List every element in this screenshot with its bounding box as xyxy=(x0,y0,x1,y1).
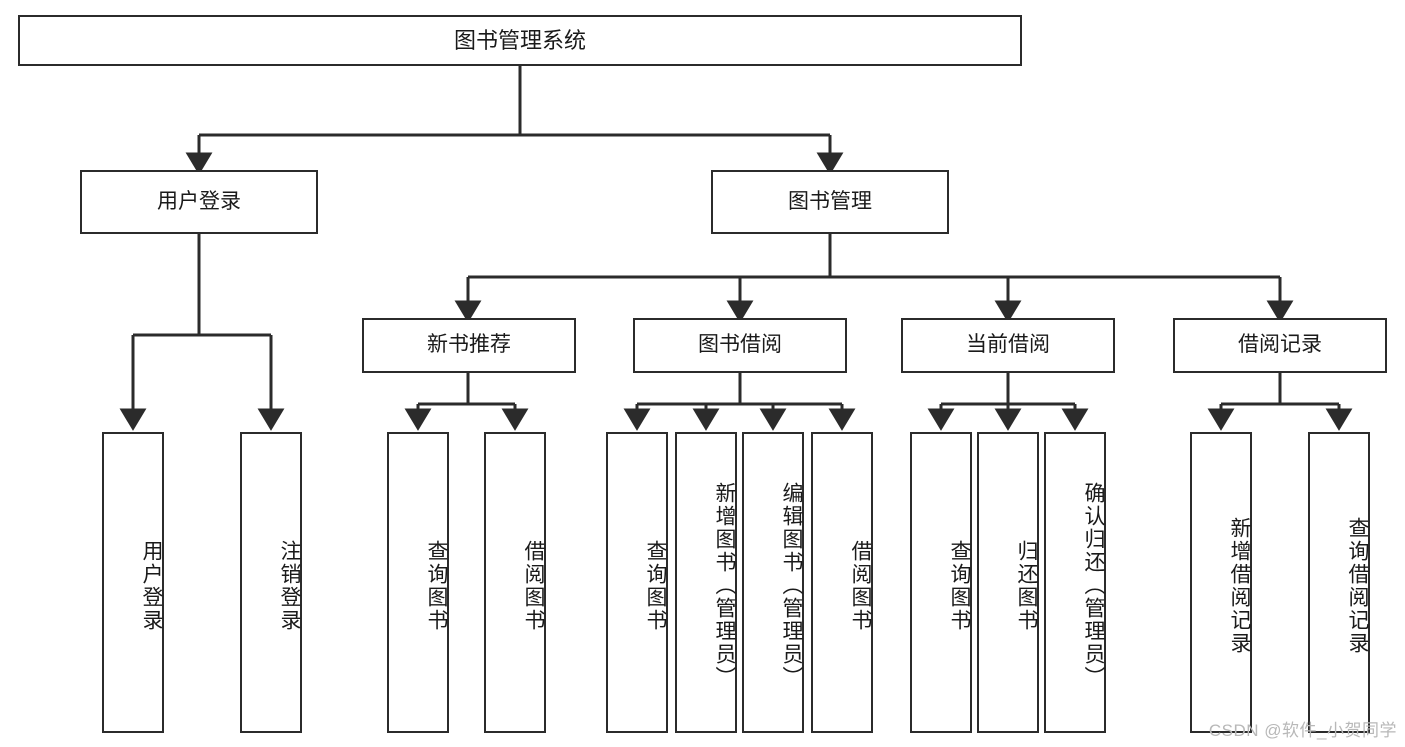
node-label: 新书推荐 xyxy=(427,333,511,357)
node-leaf-query-borrow-record[interactable]: 查询借阅记录 xyxy=(1308,432,1370,733)
node-label: 注销登录 xyxy=(278,539,301,632)
node-leaf-add-borrow-record[interactable]: 新增借阅记录 xyxy=(1190,432,1252,733)
csdn-watermark: CSDN @软件_小贺同学 xyxy=(1208,721,1397,740)
node-leaf-borrow-book-1[interactable]: 借阅图书 xyxy=(484,432,546,733)
node-leaf-confirm-return-admin[interactable]: 确认归还（管理员） xyxy=(1044,432,1106,733)
node-borrow-record[interactable]: 借阅记录 xyxy=(1173,318,1387,373)
node-label: 借阅记录 xyxy=(1238,333,1322,357)
node-label: 查询图书 xyxy=(948,539,971,632)
node-leaf-logout[interactable]: 注销登录 xyxy=(240,432,302,733)
node-leaf-query-book-3[interactable]: 查询图书 xyxy=(910,432,972,733)
node-book-manage[interactable]: 图书管理 xyxy=(711,170,949,234)
node-label: 归还图书 xyxy=(1015,539,1038,632)
node-label: 查询图书 xyxy=(425,539,448,632)
node-label: 当前借阅 xyxy=(966,333,1050,357)
node-label: 借阅图书 xyxy=(522,539,545,632)
node-current-borrow[interactable]: 当前借阅 xyxy=(901,318,1115,373)
node-leaf-user-login[interactable]: 用户登录 xyxy=(102,432,164,733)
node-book-borrow[interactable]: 图书借阅 xyxy=(633,318,847,373)
node-label: 用户登录 xyxy=(157,189,241,213)
node-label: 图书管理系统 xyxy=(453,27,586,53)
node-leaf-add-book-admin[interactable]: 新增图书（管理员） xyxy=(675,432,737,733)
node-label: 查询借阅记录 xyxy=(1346,516,1369,655)
node-leaf-return-book[interactable]: 归还图书 xyxy=(977,432,1039,733)
node-label: 新增借阅记录 xyxy=(1228,516,1251,655)
node-label: 借阅图书 xyxy=(849,539,872,632)
node-label: 图书借阅 xyxy=(698,333,782,357)
node-label: 新增图书（管理员） xyxy=(713,482,736,689)
node-new-book-recommend[interactable]: 新书推荐 xyxy=(362,318,576,373)
node-label: 查询图书 xyxy=(644,539,667,632)
node-root-book-management-system[interactable]: 图书管理系统 xyxy=(18,15,1022,66)
node-user-login[interactable]: 用户登录 xyxy=(80,170,318,234)
node-label: 图书管理 xyxy=(788,189,872,213)
node-leaf-borrow-book-2[interactable]: 借阅图书 xyxy=(811,432,873,733)
node-leaf-edit-book-admin[interactable]: 编辑图书（管理员） xyxy=(742,432,804,733)
node-label: 确认归还（管理员） xyxy=(1082,482,1105,689)
node-label: 用户登录 xyxy=(140,539,163,632)
node-leaf-query-book-1[interactable]: 查询图书 xyxy=(387,432,449,733)
node-label: 编辑图书（管理员） xyxy=(780,482,803,689)
node-leaf-query-book-2[interactable]: 查询图书 xyxy=(606,432,668,733)
